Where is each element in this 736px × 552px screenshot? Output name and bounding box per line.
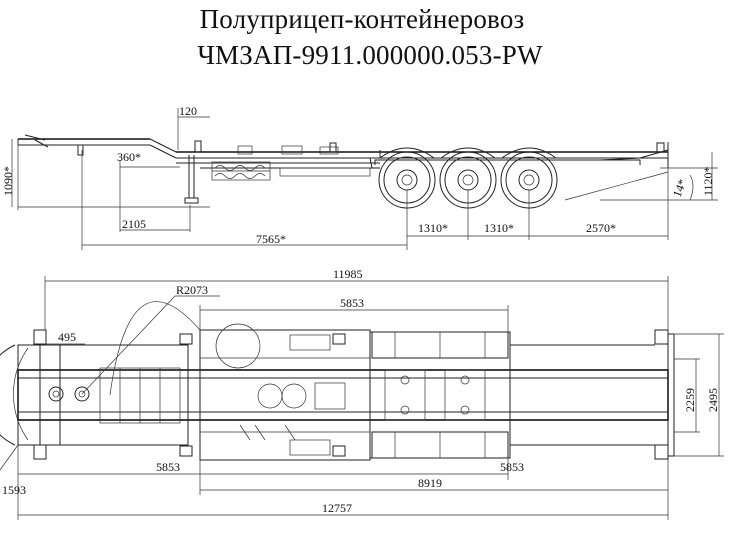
dim-11985: 11985	[333, 267, 363, 281]
side-dimension-lines	[11, 108, 718, 250]
dim-2570: 2570*	[586, 221, 616, 235]
dim-120: 120	[179, 104, 197, 118]
dim-8919: 8919	[418, 476, 442, 490]
side-view: 120 360* 1090* 2105 7565* 1310* 1310* 25…	[1, 104, 718, 250]
top-dimension-lines	[0, 276, 724, 520]
dim-12757: 12757	[322, 501, 352, 515]
dim-2259: 2259	[683, 388, 697, 412]
side-wheels	[378, 147, 558, 209]
dim-5853-left: 5853	[156, 460, 180, 474]
dim-r2073: R2073	[176, 283, 208, 297]
dim-14-angle: 14*	[670, 177, 690, 199]
dim-2495: 2495	[706, 388, 720, 412]
dim-495: 495	[58, 330, 76, 344]
dim-1593: 1593	[2, 483, 26, 497]
dim-5853-top: 5853	[340, 296, 364, 310]
drawing-title-line2: ЧМЗАП-9911.000000.053-PW	[197, 40, 543, 70]
dim-1310-second: 1310*	[484, 221, 514, 235]
side-frame	[17, 134, 669, 204]
dim-1090: 1090*	[1, 166, 15, 196]
dim-2105: 2105	[122, 217, 146, 231]
top-frame	[0, 323, 675, 461]
top-view: 11985 R2073 5853 495 2259 2495 5853 5853…	[0, 267, 724, 520]
dim-360: 360*	[117, 150, 141, 164]
dim-5853-right: 5853	[500, 460, 524, 474]
dim-1120: 1120*	[701, 166, 715, 196]
drawing-title-line1: Полуприцеп-контейнеровоз	[199, 4, 525, 34]
dim-7565: 7565*	[256, 232, 286, 246]
dim-1310-first: 1310*	[418, 221, 448, 235]
